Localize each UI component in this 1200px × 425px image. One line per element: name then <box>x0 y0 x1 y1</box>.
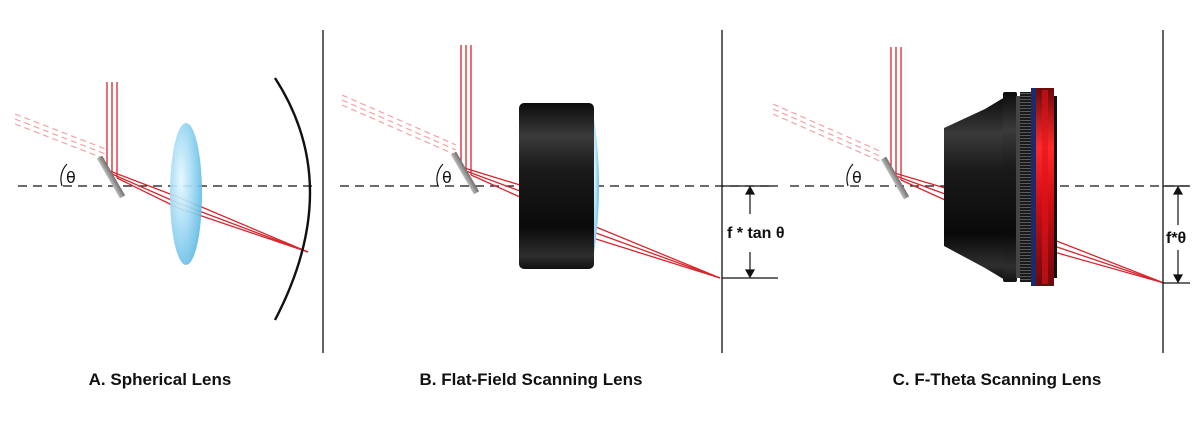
measurement-marker <box>1163 185 1190 284</box>
spherical-image-surface <box>273 77 312 321</box>
reflected-beam <box>460 166 721 279</box>
angle-arc <box>846 163 854 187</box>
reflected-beam <box>106 169 309 253</box>
incoming-beam <box>106 82 118 178</box>
incoming-beam <box>460 45 472 175</box>
panel-caption: B. Flat-Field Scanning Lens <box>420 370 643 389</box>
panel-f-theta-lens: f*θ θ C. F-Theta Scanning Lens <box>772 30 1190 389</box>
measurement-marker <box>722 185 778 279</box>
angle-label: θ <box>66 168 76 187</box>
angle-label: θ <box>852 168 862 187</box>
scan-mirror <box>450 151 480 195</box>
incoming-beam <box>890 47 902 180</box>
panel-flat-field-lens: f * tan θ θ B. Flat-Field Scanning Lens <box>340 30 785 389</box>
scan-mirror <box>880 156 910 200</box>
incoming-beam-faded <box>341 94 457 156</box>
panel-caption: A. Spherical Lens <box>89 370 232 389</box>
measurement-label: f*θ <box>1166 230 1186 247</box>
reflected-beam <box>890 171 1165 284</box>
panel-caption: C. F-Theta Scanning Lens <box>893 370 1102 389</box>
angle-label: θ <box>442 168 452 187</box>
incoming-beam-faded <box>772 103 883 163</box>
angle-arc <box>436 163 444 187</box>
spherical-lens <box>170 123 202 265</box>
angle-arc <box>60 163 68 187</box>
flat-field-lens <box>519 103 599 269</box>
panel-spherical-lens: θ A. Spherical Lens <box>14 77 316 389</box>
f-theta-lens <box>944 88 1057 286</box>
measurement-label: f * tan θ <box>727 225 785 242</box>
scan-mirror <box>96 155 126 199</box>
incoming-beam-faded <box>14 113 109 161</box>
